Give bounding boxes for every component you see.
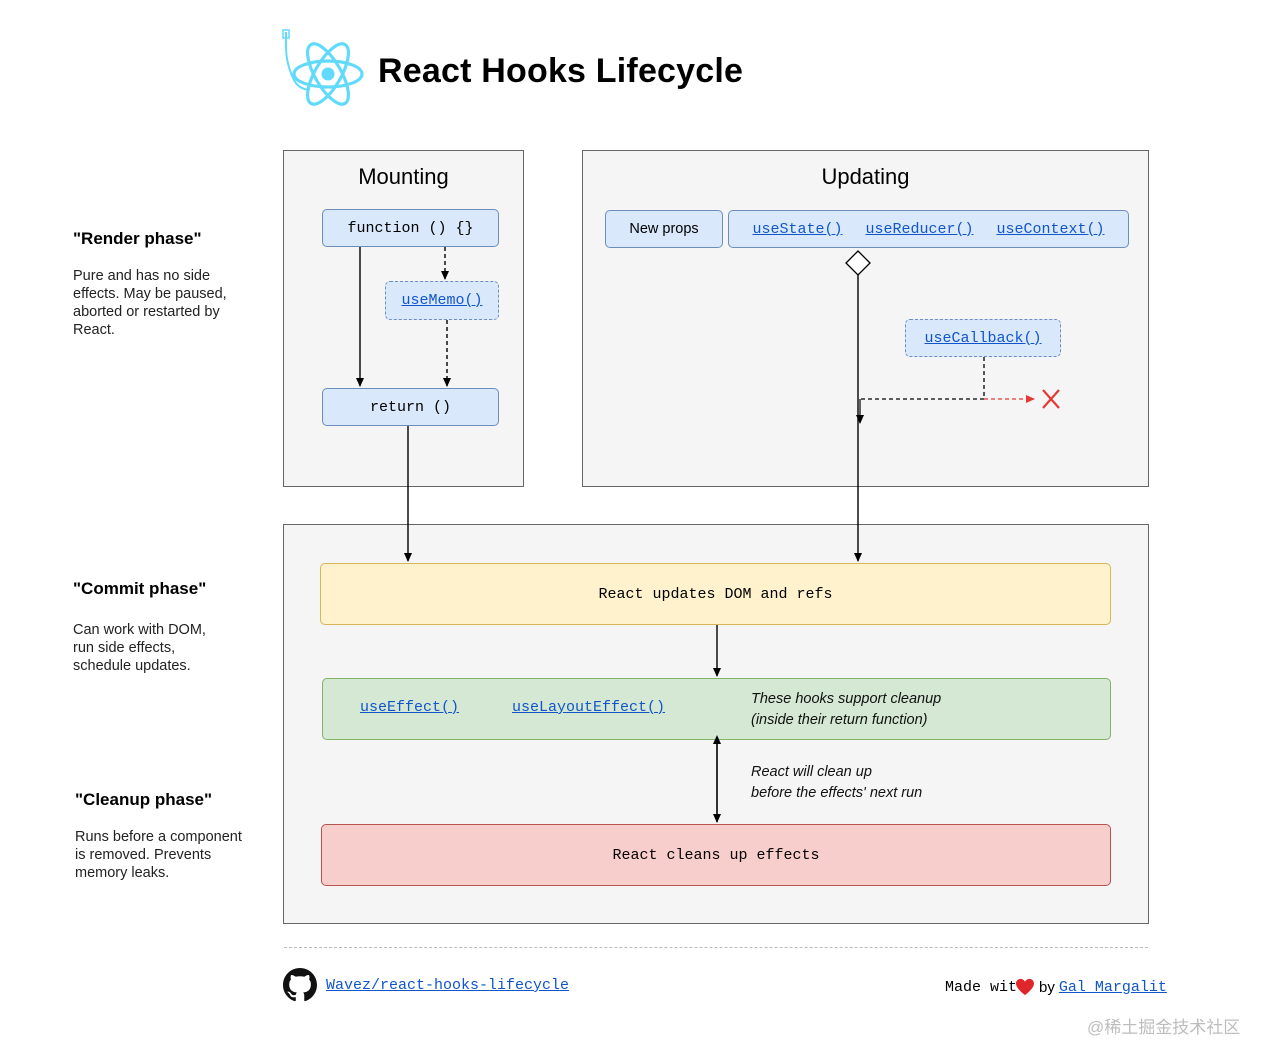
use-context-link[interactable]: useContext() (996, 220, 1105, 238)
updating-title: Updating (821, 164, 910, 189)
cleanup-phase-title: "Cleanup phase" (75, 790, 213, 809)
use-callback-link[interactable]: useCallback() (924, 329, 1042, 347)
use-effect-link[interactable]: useEffect() (360, 699, 460, 716)
mounting-title: Mounting (358, 164, 449, 189)
dom-update-node: React updates DOM and refs (320, 563, 1111, 625)
function-node: function () {} (322, 209, 499, 247)
repo-link[interactable]: Wavez/react-hooks-lifecycle (326, 977, 570, 994)
cleanup-support-line-2: (inside their return function) (751, 712, 928, 728)
react-logo-icon (282, 29, 364, 106)
by-label: by (1039, 978, 1055, 996)
cleanup-phase-description: Runs before a component is removed. Prev… (75, 829, 242, 881)
page-title: React Hooks Lifecycle (378, 52, 744, 90)
new-props-node: New props (605, 210, 723, 248)
effects-node: useEffect() useLayoutEffect() These hook… (322, 678, 1111, 740)
return-node: return () (322, 388, 499, 426)
updating-section: Updating (582, 150, 1149, 487)
cleanup-support-note: These hooks support cleanup (inside thei… (751, 689, 941, 731)
github-icon[interactable] (283, 968, 317, 1002)
cleanup-next-line-1: React will clean up (751, 764, 872, 780)
cleanup-next-line-2: before the effects' next run (751, 785, 923, 801)
watermark: @稀土掘金技术社区 (1087, 1018, 1241, 1037)
heart-icon (1016, 978, 1035, 996)
use-memo-node: useMemo() (385, 281, 499, 320)
use-memo-link[interactable]: useMemo() (401, 292, 483, 309)
cleans-up-node: React cleans up effects (321, 824, 1111, 886)
footer-divider (284, 947, 1148, 948)
commit-phase-description: Can work with DOM, run side effects, sch… (73, 622, 206, 674)
use-state-link[interactable]: useState() (752, 220, 843, 238)
render-phase-description: Pure and has no side effects. May be pau… (73, 268, 227, 338)
state-hooks-node: useState() useReducer() useContext() (728, 210, 1129, 248)
render-phase-title: "Render phase" (73, 229, 202, 248)
made-with-credit: Made wit by Gal Margalit (945, 978, 1167, 996)
cleanup-support-line-1: These hooks support cleanup (751, 691, 942, 707)
use-callback-node: useCallback() (905, 319, 1061, 357)
author-link[interactable]: Gal Margalit (1058, 978, 1167, 996)
made-with-label: Made wit (945, 978, 1018, 996)
cleanup-next-run-note: React will clean up before the effects' … (751, 762, 922, 804)
commit-phase-title: "Commit phase" (73, 579, 207, 598)
use-reducer-link[interactable]: useReducer() (865, 220, 974, 238)
use-layout-effect-link[interactable]: useLayoutEffect() (512, 699, 666, 716)
